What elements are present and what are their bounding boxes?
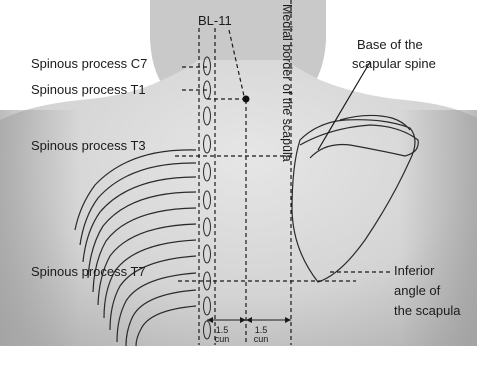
- label-spinous-c7: Spinous process C7: [31, 57, 147, 70]
- label-base-scapular-spine-line1: Base of the: [357, 38, 423, 51]
- label-inferior-angle-line2: angle of: [394, 284, 440, 297]
- bottom-margin: [0, 346, 477, 365]
- label-spinous-t1: Spinous process T1: [31, 83, 146, 96]
- label-medial-border: Medial border of the scapula: [281, 4, 294, 162]
- label-cun-left: 1.5 cun: [208, 326, 236, 345]
- bl11-point: [243, 96, 250, 103]
- label-inferior-angle-line1: Inferior: [394, 264, 434, 277]
- label-bl11: BL-11: [198, 14, 232, 27]
- label-base-scapular-spine-line2: scapular spine: [352, 57, 436, 70]
- right-shade: [400, 110, 477, 365]
- label-spinous-t3: Spinous process T3: [31, 139, 146, 152]
- label-inferior-angle-line3: the scapula: [394, 304, 461, 317]
- label-spinous-t7: Spinous process T7: [31, 265, 146, 278]
- label-cun-right: 1.5 cun: [247, 326, 275, 345]
